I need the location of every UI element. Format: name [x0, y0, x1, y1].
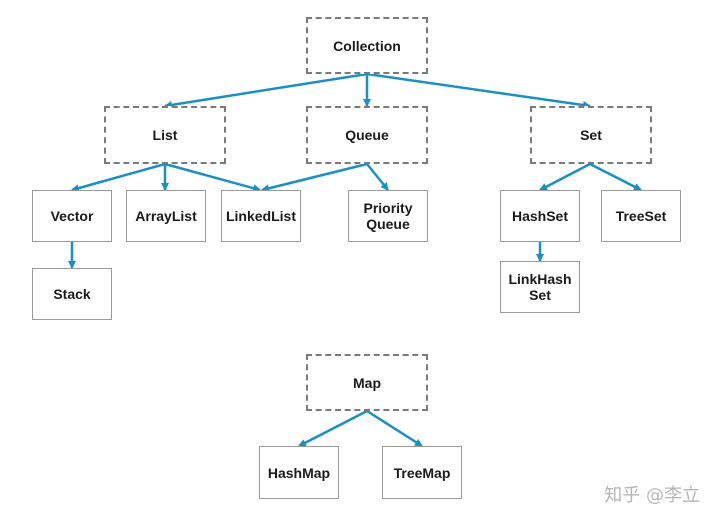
node-set: Set — [530, 106, 652, 164]
node-queue: Queue — [306, 106, 428, 164]
edge-queue-priority-queue — [366, 163, 389, 191]
edge-set-hashset — [539, 162, 591, 192]
watermark-text: 知乎 @李立 — [604, 485, 700, 506]
edge-collection-list — [164, 72, 368, 109]
node-priority-queue: Priority Queue — [348, 190, 428, 242]
node-stack: Stack — [32, 268, 112, 320]
node-linkedlist: LinkedList — [221, 190, 301, 242]
edge-list-linkedlist — [164, 162, 261, 193]
node-arraylist: ArrayList — [126, 190, 206, 242]
edge-list-vector — [71, 162, 166, 192]
node-vector: Vector — [32, 190, 112, 242]
node-collection: Collection — [306, 17, 428, 74]
edge-collection-set — [366, 72, 591, 109]
node-treeset: TreeSet — [601, 190, 681, 242]
node-hashset: HashSet — [500, 190, 580, 242]
edge-queue-linkedlist — [261, 162, 368, 193]
node-hashmap: HashMap — [259, 446, 339, 499]
node-map: Map — [306, 354, 428, 411]
edge-map-treemap — [366, 409, 423, 448]
edge-map-hashmap — [298, 409, 368, 448]
node-list: List — [104, 106, 226, 164]
node-treemap: TreeMap — [382, 446, 462, 499]
edge-set-treeset — [589, 162, 642, 192]
node-linkhashset: LinkHash Set — [500, 261, 580, 313]
